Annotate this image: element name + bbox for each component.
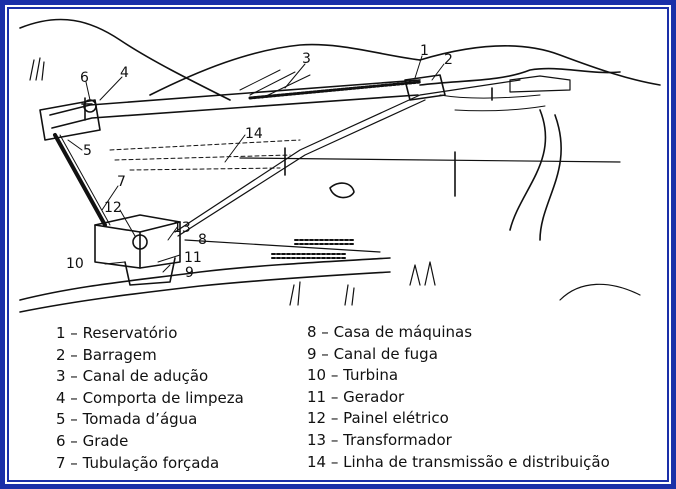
callout-6: 6 bbox=[80, 70, 89, 86]
hydropower-diagram: 1 2 3 4 5 6 7 8 9 10 11 12 13 14 bbox=[19, 18, 661, 313]
callout-12: 12 bbox=[104, 200, 122, 216]
boulder bbox=[329, 182, 355, 199]
dam bbox=[404, 74, 446, 101]
legend-right: 8 – Casa de máquinas 9 – Canal de fuga 1… bbox=[307, 322, 610, 473]
reservoir-water bbox=[439, 94, 546, 112]
grass-2 bbox=[289, 281, 355, 306]
legend-item: 12 – Painel elétrico bbox=[307, 409, 449, 428]
forebay bbox=[39, 99, 101, 141]
powerhouse-roof bbox=[94, 221, 181, 233]
legend-item: 3 – Canal de adução bbox=[56, 367, 209, 386]
callout-7: 7 bbox=[117, 174, 126, 190]
rail-a bbox=[294, 239, 356, 245]
callout-14: 14 bbox=[245, 126, 263, 142]
legend-item: 11 – Gerador bbox=[307, 387, 405, 406]
distant-house bbox=[509, 75, 571, 93]
callout-2: 2 bbox=[444, 52, 453, 68]
reservoir-shore bbox=[419, 67, 621, 86]
valley-curve-2 bbox=[539, 114, 562, 241]
callout-10: 10 bbox=[66, 256, 84, 272]
valley-curve bbox=[509, 109, 547, 231]
legend-item: 13 – Transformador bbox=[307, 430, 452, 449]
callout-8: 8 bbox=[198, 232, 207, 248]
callout-4: 4 bbox=[120, 65, 129, 81]
turbine-circle bbox=[132, 234, 148, 250]
callout-5: 5 bbox=[83, 143, 92, 159]
callout-1: 1 bbox=[420, 43, 429, 59]
legend-item: 9 – Canal de fuga bbox=[307, 344, 438, 363]
legend-item: 8 – Casa de máquinas bbox=[307, 323, 473, 341]
line-to-house bbox=[184, 239, 381, 253]
distribution-line bbox=[239, 157, 621, 163]
river-left bbox=[19, 257, 391, 301]
legend-left: 1 – Reservatório 2 – Barragem 3 – Canal … bbox=[56, 323, 244, 474]
legend-item: 10 – Turbina bbox=[307, 366, 399, 385]
hill-left bbox=[19, 18, 231, 101]
callout-13: 13 bbox=[173, 220, 191, 236]
penstock bbox=[53, 133, 107, 227]
canal-top bbox=[49, 79, 421, 116]
hillside-hatch bbox=[109, 139, 301, 171]
grass-1 bbox=[29, 57, 45, 81]
callout-9: 9 bbox=[185, 265, 194, 281]
legend-item: 4 – Comporta de limpeza bbox=[56, 388, 244, 407]
legend-item: 1 – Reservatório bbox=[56, 324, 178, 342]
hill-right bbox=[419, 45, 661, 86]
legend-item: 14 – Linha de transmissão e distribuição bbox=[307, 452, 610, 471]
rail-b bbox=[271, 253, 346, 259]
shrubs bbox=[409, 261, 641, 301]
legend-item: 6 – Grade bbox=[56, 431, 129, 450]
legend-item: 5 – Tomada d’água bbox=[56, 410, 198, 429]
tailrace bbox=[124, 257, 176, 286]
legend-item: 7 – Tubulação forçada bbox=[56, 453, 220, 472]
transmission-line bbox=[174, 79, 521, 233]
callout-3: 3 bbox=[302, 51, 311, 67]
callout-11: 11 bbox=[184, 250, 202, 266]
hill-center bbox=[149, 43, 421, 96]
powerhouse bbox=[94, 214, 181, 269]
river-right bbox=[19, 271, 391, 313]
canal-bottom bbox=[51, 94, 419, 129]
legend-item: 2 – Barragem bbox=[56, 345, 157, 364]
transmission-line-2 bbox=[177, 99, 426, 237]
canal-hatch bbox=[248, 80, 422, 100]
